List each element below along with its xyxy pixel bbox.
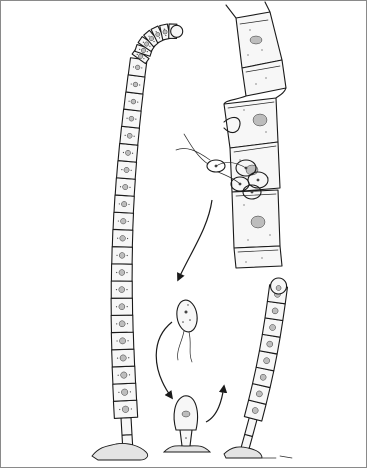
- substrate-right: [224, 447, 262, 458]
- cell-nucleus: [133, 82, 138, 87]
- cell-nucleus: [121, 201, 126, 206]
- cell-nucleus: [119, 304, 125, 310]
- filament-cell: [245, 418, 257, 437]
- cell-nucleus: [149, 36, 153, 40]
- cell-nucleus: [156, 32, 160, 36]
- cell-nucleus: [131, 99, 136, 104]
- cell-nucleus: [121, 372, 127, 378]
- host-filament: [224, 2, 286, 268]
- cell-nucleus: [129, 116, 134, 121]
- cell-nucleus: [256, 391, 262, 397]
- developing-filament: [240, 278, 287, 453]
- cell-nucleus: [264, 358, 270, 364]
- cell-nucleus: [119, 253, 125, 259]
- cell-nucleus: [119, 287, 125, 293]
- cell-nucleus: [252, 408, 258, 414]
- cell-nucleus: [121, 218, 127, 224]
- cell-nucleus: [120, 236, 126, 242]
- cell-nucleus: [144, 42, 148, 46]
- arrow-to-filament: [206, 386, 224, 422]
- cell-nucleus: [138, 54, 143, 59]
- cell-nucleus: [267, 341, 273, 347]
- cell-nucleus: [119, 338, 125, 344]
- cell-nucleus: [270, 325, 276, 331]
- long-filament: [111, 24, 183, 452]
- cell-nucleus: [121, 389, 127, 395]
- cell-nucleus: [163, 30, 167, 34]
- cell-nucleus: [125, 150, 130, 155]
- substrate-left: [92, 443, 148, 460]
- cell-nucleus: [120, 355, 126, 361]
- cell-nucleus: [141, 48, 145, 52]
- cell-nucleus: [119, 270, 125, 276]
- cell-nucleus: [119, 321, 125, 327]
- filament-cell: [121, 418, 132, 436]
- zoospore: [175, 299, 199, 362]
- cell-nucleus: [123, 184, 128, 189]
- arrow-to-zoospore: [178, 200, 212, 280]
- cell-nucleus: [127, 133, 132, 138]
- cell-nucleus: [135, 65, 140, 70]
- cell-nucleus: [260, 374, 266, 380]
- cell-nucleus: [122, 406, 129, 413]
- cell-nucleus: [272, 308, 278, 314]
- cell-nucleus: [124, 167, 129, 172]
- young-germling: [164, 396, 210, 452]
- arrow-to-germling: [156, 322, 172, 398]
